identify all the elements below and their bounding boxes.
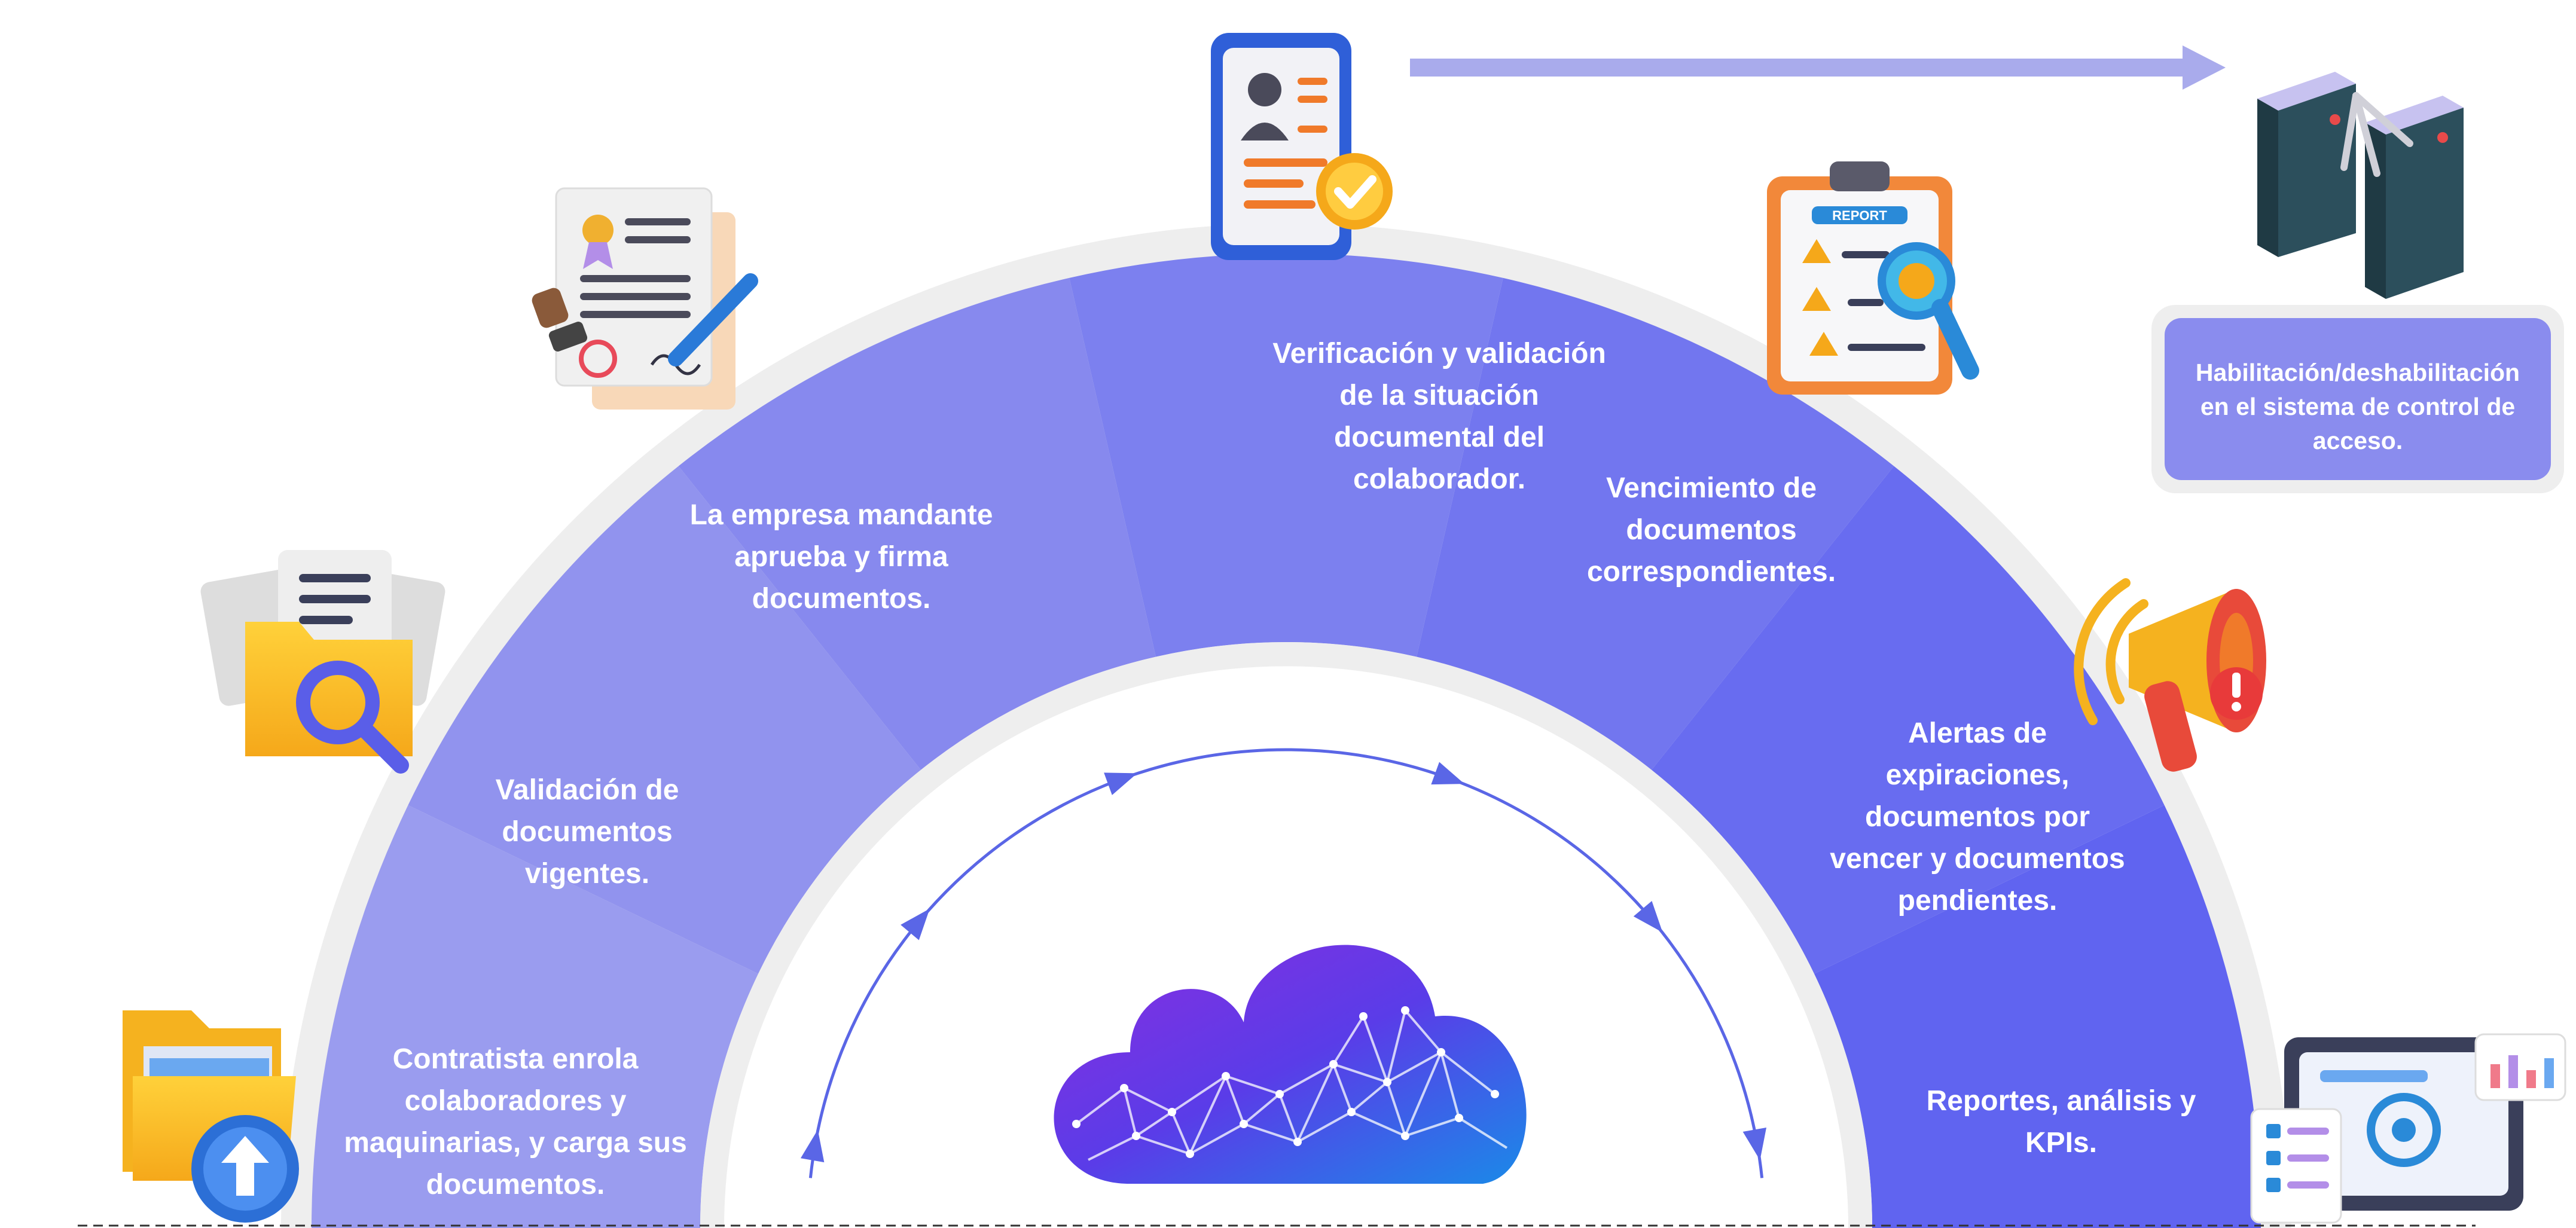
- svg-text:expiraciones,: expiraciones,: [1886, 759, 2070, 791]
- cycle-arrowhead-4: [1431, 762, 1465, 785]
- svg-text:de la situación: de la situación: [1339, 380, 1539, 411]
- segment-3: [678, 277, 1156, 770]
- access-box-line-1: Habilitación/deshabilitación: [2196, 359, 2520, 386]
- svg-text:Verificación y validación: Verificación y validación: [1272, 338, 1606, 369]
- cycle-arrowhead-3: [1104, 772, 1137, 795]
- svg-text:pendientes.: pendientes.: [1898, 885, 2058, 917]
- segment-6-label: Alertas de expiraciones, documentos por …: [1830, 717, 2125, 917]
- segment-7-label: Reportes, análisis y KPIs.: [1927, 1085, 2196, 1159]
- svg-text:correspondientes.: correspondientes.: [1587, 556, 1836, 588]
- cloud-network-icon: [1054, 945, 1527, 1184]
- svg-text:Vencimiento de: Vencimiento de: [1606, 472, 1817, 504]
- svg-text:aprueba y firma: aprueba y firma: [734, 541, 948, 573]
- cycle-arrowhead-2: [901, 908, 930, 940]
- segment-4-label: Verificación y validación de la situació…: [1272, 338, 1606, 495]
- svg-text:Reportes, análisis y: Reportes, análisis y: [1927, 1085, 2196, 1117]
- megaphone-alert-icon: [2074, 578, 2266, 772]
- svg-text:La empresa mandante: La empresa mandante: [690, 499, 993, 531]
- segment-1: [312, 805, 759, 1228]
- segment-5-label: Vencimiento de documentos correspondient…: [1587, 472, 1836, 588]
- segment-4: [1069, 253, 1503, 657]
- svg-text:Alertas de: Alertas de: [1908, 717, 2047, 749]
- flow-arrow: [1410, 45, 2226, 90]
- access-box-line-2: en el sistema de control de: [2200, 393, 2515, 420]
- cycle-arrowhead-1: [800, 1129, 825, 1163]
- turnstile-gate-icon: [2257, 72, 2464, 299]
- svg-text:maquinarias, y carga sus: maquinarias, y carga sus: [344, 1127, 687, 1159]
- segment-6: [1652, 466, 2165, 974]
- svg-text:documentos: documentos: [502, 816, 672, 848]
- report-clipboard-icon: REPORT: [1767, 161, 1979, 395]
- segment-3-label: La empresa mandante aprueba y firma docu…: [690, 499, 993, 615]
- access-box-line-3: acceso.: [2313, 427, 2403, 454]
- cycle-arrowhead-5: [1633, 900, 1663, 933]
- cycle-arc: [808, 748, 1764, 1178]
- svg-text:Validación de: Validación de: [496, 774, 679, 806]
- svg-text:vigentes.: vigentes.: [525, 858, 649, 890]
- svg-text:documentos.: documentos.: [752, 583, 931, 615]
- process-segments: [312, 253, 2261, 1228]
- signed-document-icon: [532, 187, 758, 410]
- cycle-arrows-icon: [800, 748, 1767, 1178]
- svg-text:documentos.: documentos.: [426, 1169, 605, 1200]
- svg-text:Contratista enrola: Contratista enrola: [393, 1043, 639, 1075]
- svg-text:colaborador.: colaborador.: [1353, 463, 1525, 495]
- svg-text:documental del: documental del: [1334, 421, 1545, 453]
- inner-center: [724, 666, 1848, 1228]
- id-verification-phone-icon: [1211, 33, 1393, 260]
- svg-text:colaboradores y: colaboradores y: [405, 1085, 627, 1117]
- segment-5: [1417, 277, 1894, 770]
- svg-text:REPORT: REPORT: [1832, 208, 1887, 223]
- cycle-arrowhead-6: [1742, 1128, 1767, 1160]
- segment-2-label: Validación de documentos vigentes.: [496, 774, 679, 890]
- svg-text:documentos por: documentos por: [1865, 801, 2090, 833]
- svg-text:vencer y documentos: vencer y documentos: [1830, 843, 2125, 875]
- segment-7: [1814, 805, 2261, 1228]
- svg-text:KPIs.: KPIs.: [2025, 1127, 2097, 1159]
- svg-text:documentos: documentos: [1626, 514, 1796, 546]
- folder-upload-icon: [123, 1010, 299, 1223]
- segment-2: [408, 466, 921, 974]
- analytics-dashboard-icon: [2250, 1033, 2566, 1224]
- folder-search-icon: [200, 550, 445, 774]
- segment-1-label: Contratista enrola colaboradores y maqui…: [344, 1043, 687, 1200]
- access-control-box: Habilitación/deshabilitación en el siste…: [2151, 305, 2564, 493]
